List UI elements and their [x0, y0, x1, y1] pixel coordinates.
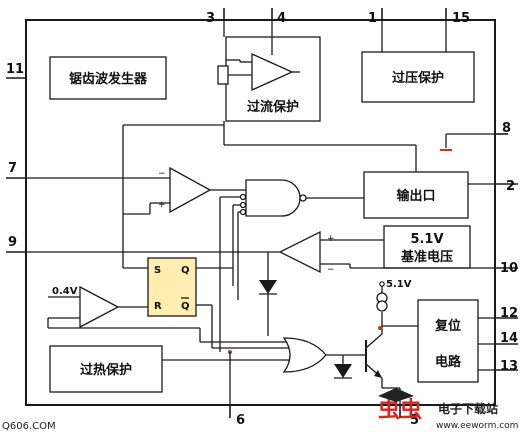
overcurrent-protection-label: 过流保护 [247, 99, 299, 115]
pin-2-number: 2 [506, 179, 515, 194]
eeworm-logo: 虫虫 [378, 388, 422, 423]
threshold-comparator [79, 285, 120, 329]
reference-voltage-value: 5.1V [410, 232, 443, 247]
nand-gate [245, 179, 301, 217]
pin-9-number: 9 [8, 235, 17, 250]
flipflop-qbar: Q [181, 301, 190, 312]
flipflop-s: S [154, 265, 161, 276]
sense-resistor [217, 65, 229, 85]
watermark-url: www.eeworm.com [436, 421, 518, 431]
threshold-voltage-label: 0.4V [52, 286, 78, 297]
pwm-comparator-plus: + [158, 200, 166, 210]
pin-4-number: 4 [277, 11, 286, 26]
pin-7-number: 7 [8, 161, 17, 176]
overvoltage-protection-block [361, 51, 475, 103]
output-port-block [363, 171, 469, 219]
pin-5-number: 5 [410, 413, 419, 428]
diode-1 [259, 280, 277, 294]
reset-circuit-label-1: 复位 [434, 318, 461, 334]
sawtooth-generator-label: 锯齿波发生器 [69, 71, 148, 87]
pin-3-number: 3 [206, 11, 215, 26]
current-source [376, 292, 388, 312]
pin-15-number: 15 [452, 11, 470, 26]
overheat-protection-block [49, 345, 163, 393]
pins [6, 8, 518, 418]
pin-6-number: 6 [236, 413, 245, 428]
flipflop-r: R [154, 301, 162, 312]
pin-12-number: 12 [500, 306, 518, 321]
ic-outline [25, 19, 496, 406]
overcurrent-comparator [251, 52, 294, 92]
diode-2 [334, 364, 352, 378]
logo-glyphs: 虫虫 [378, 397, 422, 423]
pin-1-number: 1 [368, 11, 377, 26]
pwm-comparator [169, 166, 212, 214]
sawtooth-generator-block [49, 56, 167, 100]
pin-11-number: 11 [6, 62, 24, 77]
nand-bubble [299, 194, 307, 202]
pwm-comparator-minus: − [158, 169, 166, 179]
reset-circuit-label-2: 电路 [435, 354, 462, 370]
watermark-left: Q606.COM [2, 421, 56, 432]
reference-voltage-label: 基准电压 [400, 249, 453, 265]
pin-14-number: 14 [500, 331, 518, 346]
sr-flipflop [147, 257, 197, 317]
overheat-protection-label: 过热保护 [80, 362, 132, 378]
output-port-label: 输出口 [396, 188, 435, 204]
error-amp-minus: − [327, 265, 335, 275]
watermark-brand: 电子下载站 [438, 401, 498, 416]
or-gate [282, 337, 327, 373]
pin-8-number: 8 [502, 121, 511, 136]
supply-voltage-label: 5.1V [386, 279, 412, 290]
pin-13-number: 13 [500, 359, 518, 374]
error-amplifier [278, 230, 321, 274]
overvoltage-protection-label: 过压保护 [392, 70, 444, 86]
error-amp-plus: + [327, 234, 335, 244]
pin-10-number: 10 [500, 261, 518, 276]
reset-circuit-block [417, 299, 479, 383]
flipflop-q: Q [181, 265, 190, 276]
